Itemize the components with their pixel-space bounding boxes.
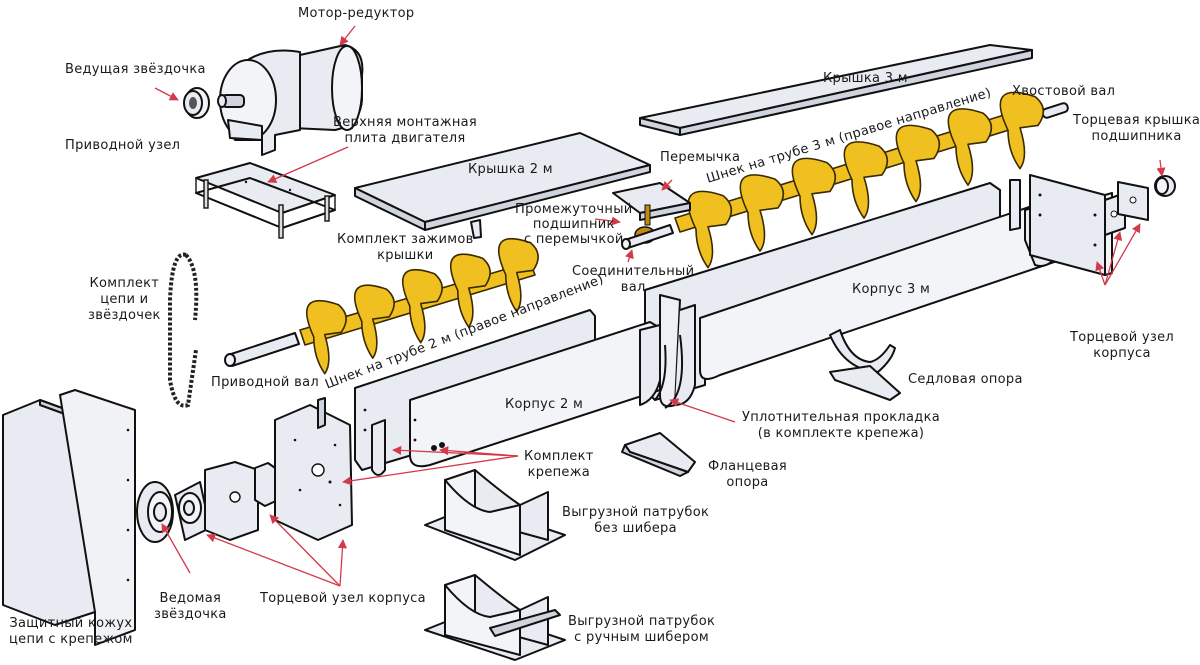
- label-drive-sprocket: Ведущая звёздочка: [65, 62, 206, 77]
- label-drive-shaft: Приводной вал: [211, 375, 319, 390]
- screw-flight: [305, 300, 347, 375]
- label-line: без шибера: [594, 521, 677, 536]
- label-line: с перемычкой: [523, 232, 624, 247]
- label-line: крышки: [377, 248, 434, 263]
- label-line: Уплотнительная прокладка: [742, 410, 941, 425]
- coupling-shaft-part: [621, 224, 674, 250]
- flange-support-part: [621, 432, 696, 477]
- label-housing-3m: Корпус 3 м: [852, 282, 931, 297]
- cover-3m-part: [639, 44, 1033, 136]
- label-cover-2m: Крышка 2 м: [468, 162, 553, 177]
- label-line: корпуса: [1093, 346, 1151, 361]
- motor-mounting-plate-part: [195, 162, 336, 239]
- callout-arrows: [154, 25, 1166, 587]
- drive-sprocket-part: [183, 87, 210, 119]
- end-plate-part: [274, 397, 353, 541]
- label-line: Фланцевая: [708, 459, 787, 474]
- label-housing-end-unit-left: Торцевой узел корпуса: [260, 591, 426, 606]
- label-line: крепежа: [527, 465, 590, 480]
- cover-clamp-part: [470, 219, 482, 239]
- screw-flight: [791, 157, 837, 236]
- screw-flight: [497, 238, 539, 313]
- chain-guard-part: [2, 389, 136, 646]
- label-cover-clamps: Комплект зажимов крышки: [337, 232, 474, 264]
- label-line: цепи и: [100, 292, 149, 307]
- label-line: с ручным шибером: [574, 630, 709, 645]
- label-line: опора: [726, 475, 769, 490]
- label-chain-guard: Защитный кожух цепи с крепежом: [9, 616, 133, 648]
- cover-2m-part: [354, 132, 651, 231]
- label-bridge: Перемычка: [660, 150, 741, 165]
- label-line: звёздочка: [154, 607, 227, 622]
- label-hanger-bearing: Промежуточный подшипник с перемычкой: [515, 202, 633, 247]
- label-flange-support: Фланцевая опора: [708, 459, 787, 491]
- label-line: Комплект: [89, 276, 160, 291]
- drive-shaft-part: [224, 332, 300, 367]
- label-line: Ведомая: [159, 591, 222, 606]
- label-motor-plate: Верхняя монтажная плита двигателя: [333, 115, 477, 147]
- screw-flight: [687, 190, 733, 269]
- label-drive-unit: Приводной узел: [65, 138, 181, 153]
- flange-bearing-part: [174, 481, 211, 541]
- label-line: звёздочек: [88, 308, 161, 323]
- label-line: Промежуточный: [515, 202, 633, 217]
- motor-reducer-part: [217, 44, 364, 156]
- label-line: (в комплекте крепежа): [757, 426, 925, 441]
- label-tail-shaft: Хвостовой вал: [1012, 84, 1116, 99]
- screw-flight: [449, 253, 491, 328]
- label-housing-end-unit-right: Торцевой узел корпуса: [1070, 330, 1174, 362]
- label-saddle-support: Седловая опора: [908, 372, 1023, 387]
- tail-shaft-part: [1041, 102, 1069, 119]
- label-line: Комплект зажимов: [337, 232, 474, 247]
- label-line: Комплект: [524, 449, 594, 464]
- discharge-spout-manual-gate-part: [424, 574, 566, 661]
- label-line: Соединительный: [572, 264, 695, 279]
- label-line: Верхняя монтажная: [333, 115, 478, 130]
- discharge-spout-no-gate-part: [424, 469, 566, 561]
- housing-2m-part: [354, 309, 661, 476]
- label-line: плита двигателя: [344, 131, 466, 146]
- housing-end-unit-right-part: [1029, 174, 1149, 276]
- label-coupling-shaft: Соединительный вал: [572, 264, 694, 296]
- label-motor-reducer: Мотор-редуктор: [298, 6, 415, 21]
- label-line: Торцевой узел: [1070, 330, 1175, 345]
- label-driven-sprocket: Ведомая звёздочка: [154, 591, 227, 623]
- screw-flight: [999, 91, 1045, 170]
- screw-2m-part: [299, 238, 539, 375]
- screw-flight: [353, 284, 395, 359]
- label-line: Выгрузной патрубок: [568, 614, 716, 629]
- label-line: подшипника: [1091, 129, 1182, 144]
- label-housing-2m: Корпус 2 м: [505, 397, 584, 412]
- label-discharge-no-gate: Выгрузной патрубок без шибера: [562, 505, 709, 537]
- label-bearing-end-cap: Торцевая крышка подшипника: [1073, 113, 1200, 145]
- screw-flight: [739, 174, 785, 252]
- screw-flight: [401, 269, 443, 344]
- label-line: Защитный кожух: [9, 616, 133, 631]
- label-chain-kit: Комплект цепи и звёздочек: [88, 276, 161, 324]
- screw-3m-part: [674, 91, 1045, 269]
- label-line: подшипник: [532, 217, 615, 232]
- label-gasket: Уплотнительная прокладка (в комплекте кр…: [742, 410, 940, 442]
- saddle-support-part: [829, 329, 901, 401]
- bearing-end-cap-part: [1154, 175, 1176, 197]
- label-discharge-manual-gate: Выгрузной патрубок с ручным шибером: [568, 614, 715, 646]
- label-line: вал: [620, 280, 646, 295]
- label-line: цепи с крепежом: [9, 632, 133, 647]
- label-line: Торцевая крышка: [1073, 113, 1200, 128]
- label-cover-3m: Крышка 3 м: [823, 71, 908, 86]
- bearing-bracket-part: [204, 461, 279, 541]
- label-line: Выгрузной патрубок: [562, 505, 710, 520]
- screw-flight: [895, 124, 941, 203]
- screw-flight: [843, 141, 889, 219]
- screw-flight: [947, 108, 993, 186]
- label-fastener-kit: Комплект крепежа: [524, 449, 594, 481]
- chain-kit-part: [168, 252, 199, 408]
